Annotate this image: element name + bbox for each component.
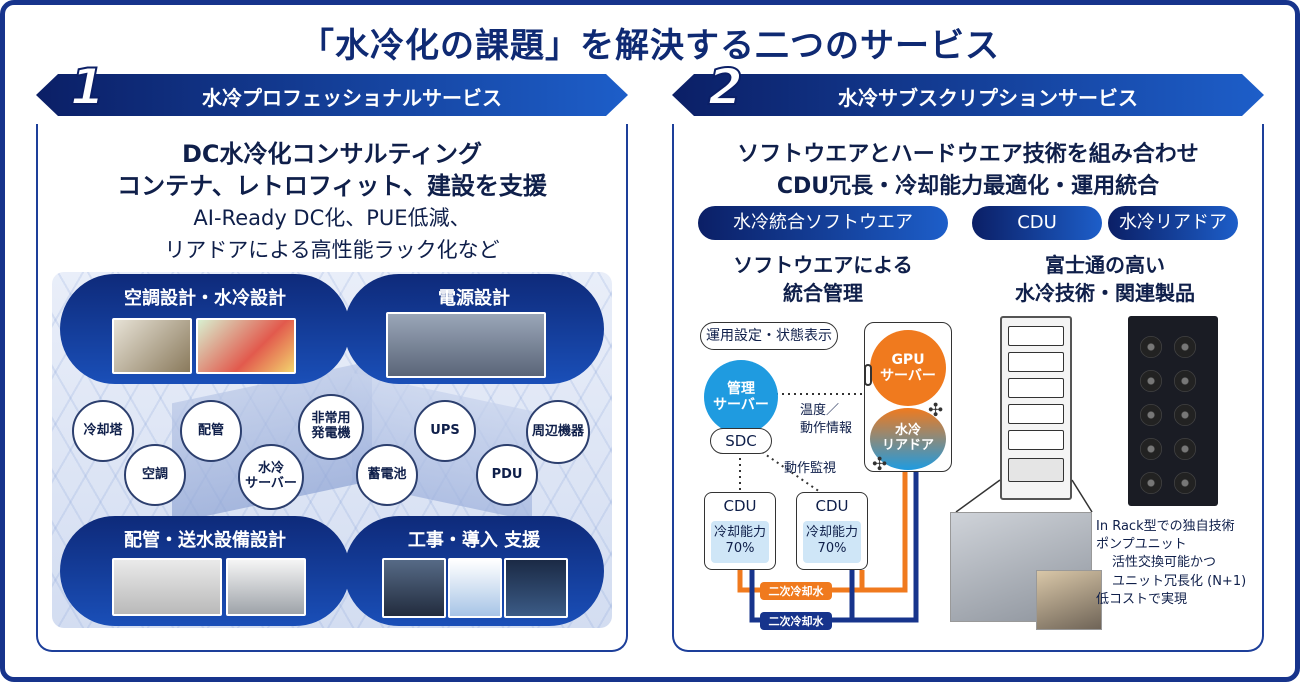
piping-image-1: [112, 558, 222, 616]
rack-unit: [1008, 326, 1064, 346]
pill-construction-label: 工事・導入 支援: [407, 530, 541, 551]
fan-icon: [1140, 438, 1162, 460]
thermometer-icon: [864, 364, 872, 386]
bubble-pdu: PDU: [476, 444, 538, 506]
bubble-generator: 非常用発電機: [298, 394, 364, 460]
fan-icon: [1174, 336, 1196, 358]
rack-unit: [1008, 430, 1064, 450]
datacenter-illustration: 空調設計・水冷設計 電源設計 冷却塔 配管 非常用発電機 UPS 周辺機器 空調…: [52, 272, 612, 628]
section-1-number: 1: [69, 57, 106, 117]
pump-handling-photo: [1036, 570, 1102, 630]
reardoor-unit-image: [1128, 316, 1218, 506]
section-2-number: 2: [707, 57, 744, 117]
software-sub-1: ソフトウエアによる: [733, 253, 913, 277]
bubble-ups: UPS: [414, 400, 476, 462]
page-title: 「水冷化の課題」を解決する二つのサービス: [300, 26, 1000, 66]
fan-icon: [1140, 370, 1162, 392]
temp-info-label: 温度／動作情報: [800, 403, 853, 436]
rack-unit: [1008, 404, 1064, 424]
reardoor-node: 水冷リアドア: [870, 408, 946, 470]
section-1-panel: [36, 124, 628, 652]
fan-icon: [1174, 370, 1196, 392]
monitor-label: 動作監視: [784, 461, 837, 476]
rack-unit: [1008, 378, 1064, 398]
pill-piping-label: 配管・送水設備設計: [124, 530, 286, 551]
left-headline-1: DC水冷化コンサルティング: [181, 140, 483, 168]
section-2-label: 水冷サブスクリプションサービス: [838, 86, 1138, 110]
fan-icon: [1140, 404, 1162, 426]
bubble-aircon: 空調: [124, 444, 186, 506]
construction-image-2: [448, 558, 502, 618]
section-1-banner: 水冷プロフェッショナルサービス: [36, 74, 628, 116]
right-headline-1: ソフトウエアとハードウエア技術を組み合わせ: [737, 142, 1199, 167]
rack-unit: [1008, 352, 1064, 372]
fan-icon: [1174, 472, 1196, 494]
ops-settings-label: 運用設定・状態表示: [700, 322, 838, 350]
left-headline-2: コンテナ、レトロフィット、建設を支援: [117, 172, 547, 200]
pill-piping-design: 配管・送水設備設計: [60, 516, 350, 626]
hardware-sub-2: 水冷技術・関連製品: [1015, 281, 1195, 305]
mgmt-server-node: 管理サーバー: [704, 360, 778, 434]
piping-image-2: [226, 558, 306, 616]
bubble-peripheral: 周辺機器: [526, 400, 590, 464]
power-image: [386, 312, 546, 378]
pill-power-design: 電源設計: [344, 274, 604, 384]
pump-unit: [1008, 458, 1064, 482]
pill-hvac-design: 空調設計・水冷設計: [60, 274, 350, 384]
fan-icon: ✣: [872, 454, 888, 475]
tag-software: 水冷統合ソフトウエア: [698, 206, 948, 240]
left-headline-3: AI-Ready DC化、PUE低減、: [193, 206, 471, 230]
section-1-label: 水冷プロフェッショナルサービス: [202, 86, 502, 110]
section-2-panel: [672, 124, 1264, 652]
bubble-cooling-tower: 冷却塔: [72, 400, 134, 462]
software-sub-2: 統合管理: [783, 281, 863, 305]
right-headline-2: CDU冗長・冷却能力最適化・運用統合: [776, 174, 1160, 199]
hvac-image-2: [196, 318, 296, 374]
secondary-coolant-label-navy: 二次冷却水: [760, 612, 832, 630]
left-headline-4: リアドアによる高性能ラック化など: [164, 238, 500, 262]
fan-icon: [1140, 336, 1162, 358]
cdu-rack-illustration: [1000, 316, 1072, 500]
hardware-sub-1: 富士通の高い: [1045, 253, 1165, 277]
construction-image-3: [504, 558, 568, 618]
pump-features: In Rack型での独自技術 ポンプユニット 活性交換可能かつ ユニット冗長化 …: [1096, 519, 1247, 607]
pill-construction-support: 工事・導入 支援: [344, 516, 604, 626]
fan-icon: [1174, 404, 1196, 426]
tag-reardoor: 水冷リアドア: [1108, 206, 1238, 240]
fan-icon: ✣: [928, 400, 944, 421]
pill-power-label: 電源設計: [438, 288, 510, 309]
fan-icon: [1140, 472, 1162, 494]
bubble-battery: 蓄電池: [356, 444, 418, 506]
tag-cdu: CDU: [972, 206, 1102, 240]
bubble-piping: 配管: [180, 400, 242, 462]
construction-image-1: [382, 558, 446, 618]
hvac-image-1: [112, 318, 192, 374]
fan-icon: [1174, 438, 1196, 460]
pill-hvac-label: 空調設計・水冷設計: [124, 288, 286, 309]
section-2-banner: 水冷サブスクリプションサービス: [672, 74, 1264, 116]
secondary-coolant-label-orange: 二次冷却水: [760, 582, 832, 600]
bubble-wc-server: 水冷サーバー: [238, 444, 304, 510]
sdc-node: SDC: [710, 428, 772, 454]
